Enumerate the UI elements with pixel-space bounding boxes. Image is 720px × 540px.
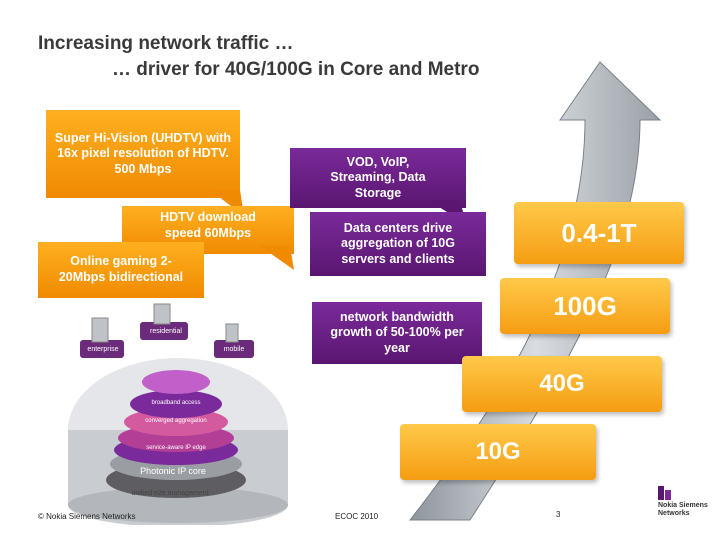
gaming-text: Online gaming 2-20Mbps bidirectional: [58, 254, 184, 284]
datacenter-text: Data centers drive aggregation of 10G se…: [341, 220, 455, 266]
speed-10g-block: 10G: [400, 424, 596, 480]
broadband-access-label: broadband access: [151, 400, 201, 406]
slide-subtitle: … driver for 40G/100G in Core and Metro: [112, 59, 480, 80]
uhdtv-text: Super Hi-Vision (UHDTV) with 16x pixel r…: [54, 130, 232, 176]
photonic-core-label: Photonic IP core: [140, 466, 206, 476]
speed-1t-block: 0.4-1T: [514, 202, 684, 264]
hdtv-text: HDTV download speed 60Mbps: [160, 210, 256, 240]
bandwidth-text: network bandwidth growth of 50-100% per …: [330, 309, 464, 355]
gaming-bubble: Online gaming 2-20Mbps bidirectional: [38, 242, 204, 298]
event-text: ECOC 2010: [335, 512, 379, 521]
copyright-text: © Nokia Siemens Networks: [38, 512, 136, 521]
speed-10g-label: 10G: [475, 438, 521, 465]
management-label: unified e2e management: [131, 490, 209, 497]
service-edge-label: service-aware IP edge: [146, 445, 206, 451]
converged-aggregation-label: converged aggregation: [145, 418, 207, 424]
logo-line2: Networks: [658, 509, 690, 517]
vod-bubble: VOD, VoIP, Streaming, Data Storage: [290, 148, 466, 208]
slide-title: Increasing network traffic …: [38, 33, 294, 54]
page-number: 3: [556, 510, 561, 519]
vod-text: VOD, VoIP, Streaming, Data Storage: [330, 154, 426, 200]
logo-line1: Nokia Siemens: [658, 502, 708, 509]
speed-40g-label: 40G: [539, 370, 585, 397]
speed-1t-label: 0.4-1T: [561, 217, 637, 248]
speed-100g-label: 100G: [553, 290, 617, 321]
company-logo: Nokia Siemens Networks: [658, 486, 708, 517]
network-layer-illustration: [68, 303, 288, 525]
mobile-label: mobile: [223, 346, 245, 353]
uhdtv-bubble: Super Hi-Vision (UHDTV) with 16x pixel r…: [46, 110, 240, 198]
residential-label: residential: [150, 328, 182, 335]
speed-100g-block: 100G: [500, 278, 670, 334]
enterprise-label: enterprise: [87, 346, 119, 353]
hdtv-bubble-tail: [260, 246, 294, 270]
speed-40g-block: 40G: [462, 356, 662, 412]
logo-icon: [658, 486, 671, 500]
bandwidth-bubble: network bandwidth growth of 50-100% per …: [312, 302, 482, 364]
datacenter-bubble: Data centers drive aggregation of 10G se…: [310, 212, 486, 276]
